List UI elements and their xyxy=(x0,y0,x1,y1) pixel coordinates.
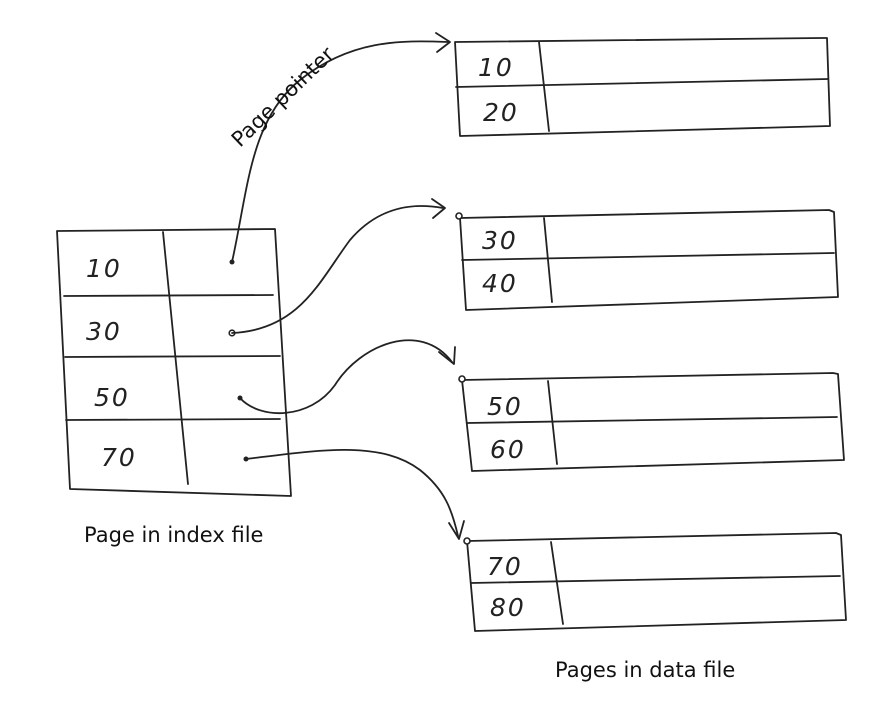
data-key: 30 xyxy=(482,226,518,255)
index-row-divider xyxy=(65,418,281,421)
index-row-divider xyxy=(63,294,274,297)
index-page-border xyxy=(56,228,292,497)
data-page-row-divider xyxy=(470,575,841,584)
data-page-column-divider xyxy=(550,541,564,625)
data-key: 80 xyxy=(490,593,526,622)
arrow-head xyxy=(438,346,456,365)
index-key: 30 xyxy=(86,317,122,346)
pointer-target-dot xyxy=(458,375,466,383)
data-page-border xyxy=(461,372,845,472)
pointer-arrow xyxy=(231,40,449,263)
data-page-column-divider xyxy=(547,380,558,465)
pointer-arrow xyxy=(239,339,453,415)
data-page-border xyxy=(459,209,839,311)
data-page-border xyxy=(454,37,831,137)
data-key: 10 xyxy=(478,53,514,82)
data-key: 40 xyxy=(482,269,518,298)
data-key: 50 xyxy=(487,392,523,421)
index-key: 10 xyxy=(86,254,122,283)
index-row-divider xyxy=(64,355,281,358)
index-page: 10 30 50 70 xyxy=(56,228,292,497)
data-page: 10 20 xyxy=(454,37,831,137)
data-key: 20 xyxy=(483,98,519,127)
index-caption: Page in index file xyxy=(84,523,263,547)
data-key: 60 xyxy=(490,435,526,464)
data-page-column-divider xyxy=(538,41,550,132)
data-page-column-divider xyxy=(543,217,553,303)
index-column-divider xyxy=(162,231,189,485)
pointer-target-dot xyxy=(463,537,471,545)
pointer-label: Page pointer xyxy=(227,42,339,152)
data-page: 30 40 xyxy=(455,209,839,311)
data-caption: Pages in data file xyxy=(555,658,735,682)
arrow-head xyxy=(431,198,446,219)
index-key: 50 xyxy=(94,383,130,412)
pointer-target-dot xyxy=(455,212,463,220)
data-page: 70 80 xyxy=(463,532,847,632)
arrow-head xyxy=(448,520,465,540)
data-page-row-divider xyxy=(466,416,838,424)
data-page-border xyxy=(466,532,847,632)
page-pointers xyxy=(231,32,465,540)
data-page-row-divider xyxy=(455,78,829,88)
arrow-head xyxy=(435,32,451,53)
pointer-arrow xyxy=(245,448,459,537)
pointer-arrow xyxy=(231,205,444,334)
data-key: 70 xyxy=(487,552,523,581)
index-key: 70 xyxy=(101,443,137,472)
data-page: 50 60 xyxy=(458,372,845,472)
data-page-row-divider xyxy=(461,252,835,261)
